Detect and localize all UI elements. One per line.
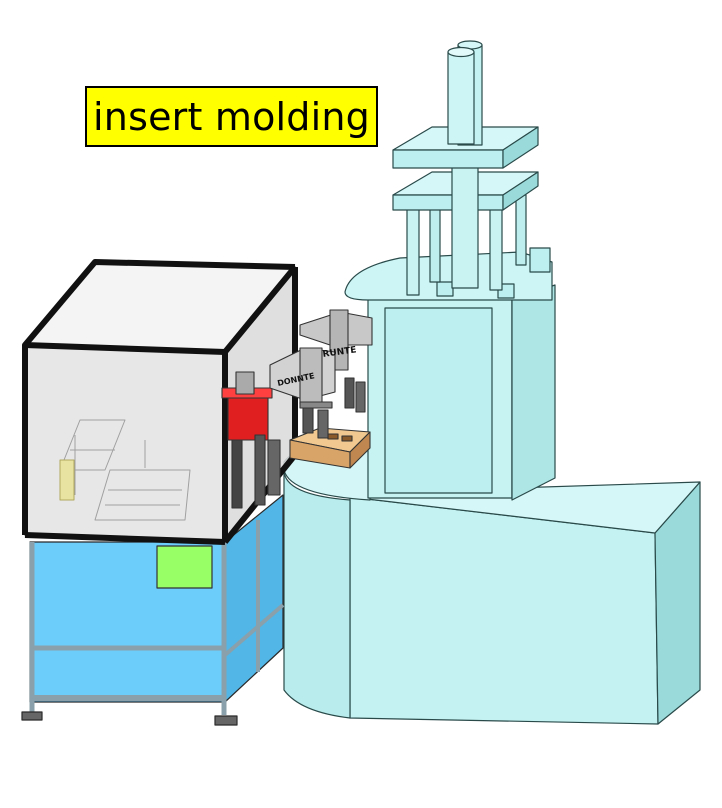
press-lower-plate-side <box>502 171 539 211</box>
fixture-slot-2 <box>341 435 353 442</box>
title-text: insert molding <box>93 94 370 139</box>
cabinet-side-rail <box>223 603 285 657</box>
robot-upper-arm-label: RUNTE <box>322 345 357 360</box>
top-cylinder-front-cap <box>447 46 475 58</box>
interior-conveyor <box>59 419 191 521</box>
fixture-tray-side <box>349 431 371 469</box>
tie-rod-1 <box>406 204 420 296</box>
foot-left <box>21 711 43 721</box>
press-lower-plate-front <box>392 194 504 211</box>
gripper-lower-1 <box>302 404 314 434</box>
tie-rod-3 <box>489 199 503 291</box>
title-label-box: insert molding <box>85 86 378 147</box>
main-cylinder-lower <box>451 149 479 289</box>
foot-right <box>214 715 238 726</box>
robot-support-2 <box>254 434 266 506</box>
robot-shoulder <box>235 371 255 395</box>
robot-cell <box>21 259 298 726</box>
gripper-upper-2 <box>355 381 366 413</box>
press-base-right-front <box>349 496 659 725</box>
robot-support-3 <box>267 439 281 496</box>
press-base-left-curve <box>283 469 351 719</box>
press-column-window <box>384 307 493 494</box>
tie-rod-4 <box>515 194 527 266</box>
fixture-slot-1 <box>327 433 339 440</box>
red-actuator <box>227 394 269 441</box>
green-control-panel <box>156 545 213 589</box>
scara-robot <box>221 309 373 509</box>
robot-support-1 <box>231 439 243 509</box>
press-upper-plate-front <box>392 149 504 169</box>
top-cylinder-front <box>447 51 475 145</box>
platen-post-1 <box>436 281 454 297</box>
press-upper-plate-side <box>502 126 539 169</box>
tie-rod-2 <box>429 199 441 283</box>
press-column-right-panel <box>511 284 556 501</box>
platen-post-3 <box>529 247 551 273</box>
gripper-plate <box>299 401 333 409</box>
gripper-lower-2 <box>317 409 329 439</box>
enclosure-front-glass <box>24 344 226 543</box>
vertical-press <box>283 40 701 725</box>
gripper-upper-1 <box>344 377 355 409</box>
